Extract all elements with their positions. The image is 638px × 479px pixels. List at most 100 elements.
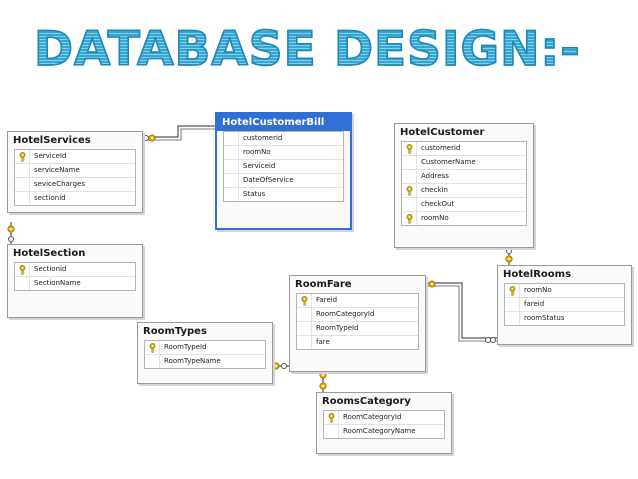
column-name: Status <box>243 190 266 198</box>
column-name: seviceCharges <box>34 180 85 188</box>
column-row[interactable]: serviceName <box>15 164 135 178</box>
column-name: Serviceid <box>243 162 276 170</box>
page-title: DATABASE DESIGN:- <box>33 22 581 77</box>
column-row[interactable]: customerid <box>402 142 526 156</box>
table-title: RoomFare <box>295 279 352 290</box>
column-row[interactable]: RoomTypeId <box>297 322 418 336</box>
column-row[interactable]: Status <box>224 188 343 201</box>
column-name: roomNo <box>243 148 271 156</box>
table-hotel-services[interactable]: HotelServices ServiceId serviceName sevice… <box>7 131 143 213</box>
column-row[interactable]: sectionid <box>15 192 135 205</box>
row-selector <box>402 198 417 211</box>
column-row[interactable]: Address <box>402 170 526 184</box>
primary-key-icon <box>402 142 417 155</box>
column-row[interactable]: customerid <box>224 132 343 146</box>
relationship-line <box>425 285 497 342</box>
column-name: Sectionid <box>34 265 67 273</box>
column-name: roomNo <box>524 286 552 294</box>
column-row[interactable]: SectionName <box>15 277 135 290</box>
row-selector <box>402 170 417 183</box>
key-marker <box>272 362 280 370</box>
primary-key-icon <box>402 212 417 225</box>
primary-key-icon <box>505 284 520 297</box>
column-list: roomNo fareid roomStatus <box>504 283 625 326</box>
row-selector <box>505 312 520 325</box>
column-name: RoomTypeId <box>316 324 359 332</box>
column-list: ServiceId serviceName seviceCharges section… <box>14 149 136 206</box>
column-name: checkOut <box>421 200 455 208</box>
column-name: checkIn <box>421 186 448 194</box>
column-row[interactable]: ServiceId <box>15 150 135 164</box>
column-name: customerid <box>421 144 461 152</box>
row-selector <box>15 164 30 177</box>
row-selector <box>15 277 30 290</box>
column-row[interactable]: roomNo <box>224 146 343 160</box>
column-row[interactable]: checkIn <box>402 184 526 198</box>
column-name: roomNo <box>421 214 449 222</box>
row-selector <box>224 160 239 173</box>
column-row[interactable]: Sectionid <box>15 263 135 277</box>
table-title: HotelServices <box>13 135 91 146</box>
row-selector <box>297 308 312 321</box>
row-selector <box>402 156 417 169</box>
primary-key-icon <box>297 294 312 307</box>
primary-key-icon <box>15 150 30 163</box>
column-row[interactable]: Serviceid <box>224 160 343 174</box>
row-selector <box>224 174 239 187</box>
column-name: serviceName <box>34 166 80 174</box>
column-row[interactable]: roomNo <box>505 284 624 298</box>
row-selector <box>297 322 312 335</box>
key-marker <box>7 225 15 233</box>
primary-key-icon <box>15 263 30 276</box>
column-row[interactable]: CustomerName <box>402 156 526 170</box>
primary-key-icon <box>324 411 339 424</box>
column-name: RoomCategoryName <box>343 427 416 435</box>
column-row[interactable]: RoomCategoryName <box>324 425 444 438</box>
column-row[interactable]: DateOfService <box>224 174 343 188</box>
column-name: RoomTypeId <box>164 343 207 351</box>
column-row[interactable]: checkOut <box>402 198 526 212</box>
column-row[interactable]: RoomCategoryId <box>324 411 444 425</box>
column-row[interactable]: fare <box>297 336 418 349</box>
column-name: RoomTypeName <box>164 357 221 365</box>
column-name: fareid <box>524 300 545 308</box>
column-row[interactable]: roomNo <box>402 212 526 225</box>
key-marker <box>148 134 156 142</box>
key-marker <box>428 280 436 288</box>
column-name: RoomCategoryId <box>343 413 402 421</box>
row-selector <box>224 132 239 145</box>
table-title: RoomsCategory <box>322 396 411 407</box>
column-name: ServiceId <box>34 152 67 160</box>
column-row[interactable]: fareid <box>505 298 624 312</box>
row-selector <box>224 146 239 159</box>
column-name: SectionName <box>34 279 81 287</box>
row-selector <box>297 336 312 349</box>
column-row[interactable]: RoomCategoryId <box>297 308 418 322</box>
column-row[interactable]: seviceCharges <box>15 178 135 192</box>
column-name: sectionid <box>34 194 66 202</box>
row-selector <box>505 298 520 311</box>
column-row[interactable]: Fareid <box>297 294 418 308</box>
key-marker <box>319 371 327 390</box>
relationship-line <box>425 282 497 339</box>
column-name: Address <box>421 172 449 180</box>
relationship-line <box>141 125 215 138</box>
table-title: HotelCustomerBill <box>217 114 350 131</box>
column-row[interactable]: roomStatus <box>505 312 624 325</box>
column-row[interactable]: RoomTypeName <box>145 355 265 368</box>
column-row[interactable]: RoomTypeId <box>145 341 265 355</box>
many-end-marker <box>506 248 512 254</box>
row-selector <box>145 355 160 368</box>
